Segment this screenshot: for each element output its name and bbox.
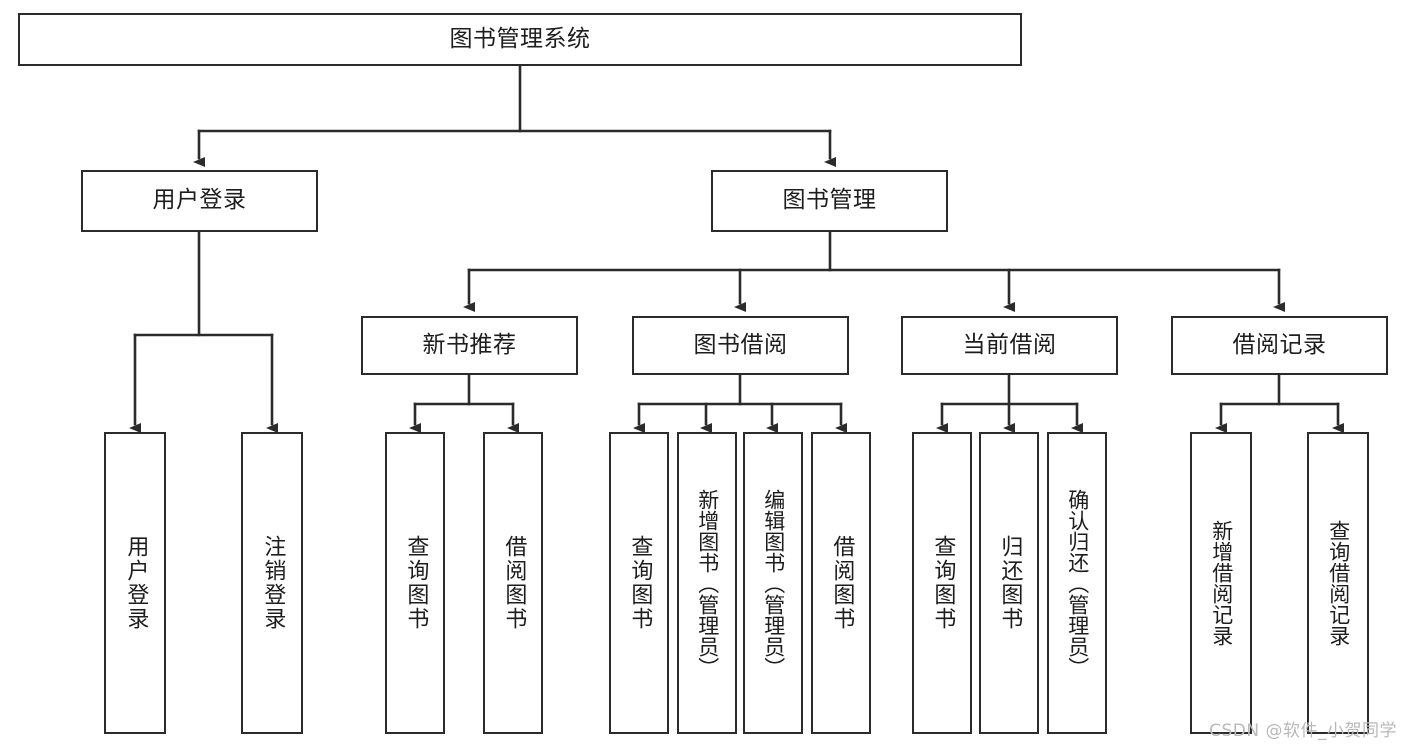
node-label: 当前借阅 [962,331,1057,358]
leaf-current-borrow-confirm-return[interactable]: 确认归还（管理员） [1047,432,1107,734]
node-label: 查询图书 [930,535,956,631]
node-label: 新书推荐 [422,331,517,358]
node-label: 新增借阅记录 [1209,520,1234,646]
node-root-system[interactable]: 图书管理系统 [18,13,1022,66]
leaf-new-books-query[interactable]: 查询图书 [385,432,445,734]
node-borrow-records[interactable]: 借阅记录 [1171,316,1388,375]
node-label: 用户登录 [123,535,149,631]
node-book-borrow[interactable]: 图书借阅 [632,316,849,375]
node-label: 归还图书 [997,535,1023,631]
node-label: 图书借阅 [693,331,788,358]
leaf-user-login-logout[interactable]: 注销登录 [241,432,303,734]
node-label: 借阅图书 [829,535,855,631]
node-label: 借阅记录 [1232,331,1327,358]
node-label: 图书管理 [782,187,877,214]
leaf-current-borrow-return[interactable]: 归还图书 [979,432,1039,734]
leaf-book-borrow-borrow[interactable]: 借阅图书 [811,432,871,734]
watermark-text: CSDN @软件_小贺同学 [1209,721,1397,741]
node-label: 注销登录 [260,535,286,631]
leaf-user-login-login[interactable]: 用户登录 [104,432,166,734]
leaf-book-borrow-query[interactable]: 查询图书 [609,432,669,734]
node-label: 确认归还（管理员） [1065,488,1090,678]
node-label: 查询图书 [627,535,653,631]
node-label: 图书管理系统 [449,25,591,52]
leaf-borrow-records-query[interactable]: 查询借阅记录 [1307,432,1369,734]
node-label: 编辑图书（管理员） [761,488,786,678]
node-current-borrow[interactable]: 当前借阅 [901,316,1118,375]
leaf-borrow-records-add[interactable]: 新增借阅记录 [1190,432,1252,734]
leaf-new-books-borrow[interactable]: 借阅图书 [483,432,543,734]
node-label: 新增图书（管理员） [695,488,720,678]
node-new-book-recommend[interactable]: 新书推荐 [361,316,578,375]
node-user-login[interactable]: 用户登录 [81,170,318,232]
node-book-management[interactable]: 图书管理 [711,170,948,232]
leaf-current-borrow-query[interactable]: 查询图书 [912,432,972,734]
node-label: 查询借阅记录 [1326,520,1351,646]
leaf-book-borrow-edit[interactable]: 编辑图书（管理员） [743,432,803,734]
node-label: 借阅图书 [501,535,527,631]
node-label: 用户登录 [152,187,247,214]
node-label: 查询图书 [403,535,429,631]
leaf-book-borrow-add[interactable]: 新增图书（管理员） [677,432,737,734]
